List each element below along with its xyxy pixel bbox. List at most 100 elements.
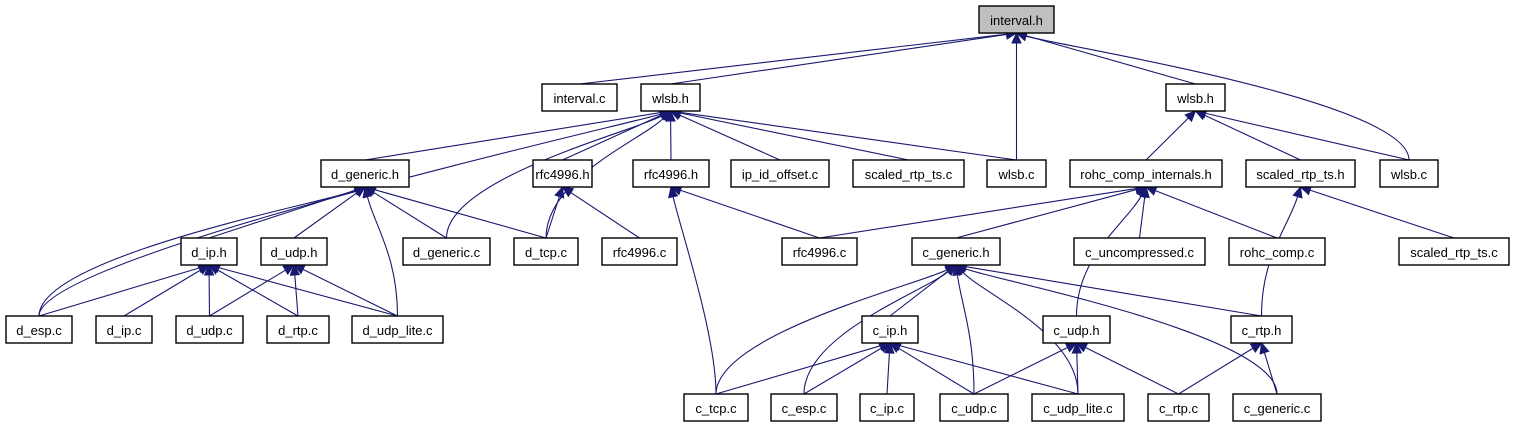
node-box[interactable] [1073, 237, 1206, 266]
node-c-udp-c[interactable]: c_udp.c [939, 393, 1009, 422]
edge-rohc_comp_internals_h-to-wlsb_h_c [1145, 110, 1197, 161]
node-box[interactable] [541, 83, 618, 112]
node-box[interactable] [852, 159, 965, 188]
node-c-udp-h[interactable]: c_udp.h [1042, 315, 1111, 344]
node-rfc4996-c-d[interactable]: rfc4996.c [601, 237, 678, 266]
node-box[interactable] [1398, 237, 1510, 266]
edge-line [670, 33, 1007, 85]
arrowhead-icon [944, 264, 957, 276]
node-box[interactable] [260, 237, 328, 266]
node-rfc4996-c-c[interactable]: rfc4996.c [781, 237, 858, 266]
node-c-generic-c[interactable]: c_generic.c [1232, 393, 1322, 422]
node-c-generic-h[interactable]: c_generic.h [911, 237, 1001, 266]
edge-d_generic_c-to-d_generic_h [363, 186, 447, 239]
node-d-esp-c[interactable]: d_esp.c [5, 315, 73, 344]
edge-line [545, 196, 560, 239]
node-box[interactable] [5, 315, 73, 344]
node-box[interactable] [1147, 393, 1210, 422]
node-rohc-comp-c[interactable]: rohc_comp.c [1228, 237, 1326, 266]
node-box[interactable] [1379, 159, 1439, 188]
node-rfc4996-h-c[interactable]: rfc4996.h [632, 159, 710, 188]
edge-line [218, 267, 398, 317]
node-interval-h[interactable]: interval.h [978, 5, 1055, 34]
node-c-uncompressed-c[interactable]: c_uncompressed.c [1073, 237, 1206, 266]
node-box[interactable] [175, 315, 244, 344]
node-rohc-comp-internals-h[interactable]: rohc_comp_internals.h [1069, 159, 1223, 188]
node-box[interactable] [730, 159, 830, 188]
node-box[interactable] [180, 237, 238, 266]
edge-line [679, 114, 781, 161]
edge-c_tcp_c-to-c_ip_h [715, 340, 892, 395]
edge-line [208, 189, 356, 239]
node-d-udp-h[interactable]: d_udp.h [260, 237, 328, 266]
node-box[interactable] [1031, 393, 1125, 422]
node-wlsb-h-c[interactable]: wlsb.h [1165, 83, 1226, 112]
node-wlsb-c-d[interactable]: wlsb.c [986, 159, 1047, 188]
node-wlsb-c-c[interactable]: wlsb.c [1379, 159, 1439, 188]
node-c-esp-c[interactable]: c_esp.c [770, 393, 838, 422]
node-box[interactable] [1232, 393, 1322, 422]
node-label: d_rtp.c [278, 323, 318, 338]
edge-line [294, 274, 299, 317]
node-c-ip-c[interactable]: c_ip.c [859, 393, 915, 422]
node-c-ip-h[interactable]: c_ip.h [861, 315, 919, 344]
node-label: rohc_comp_internals.h [1080, 167, 1212, 182]
node-c-udp-lite-c[interactable]: c_udp_lite.c [1031, 393, 1125, 422]
node-wlsb-h-d[interactable]: wlsb.h [640, 83, 701, 112]
edge-line [680, 111, 1017, 161]
edge-c_generic_h-to-rohc_comp_internals_h [955, 184, 1148, 239]
node-box[interactable] [911, 237, 1001, 266]
node-box[interactable] [859, 393, 915, 422]
node-d-generic-h[interactable]: d_generic.h [320, 159, 410, 188]
edge-line [1263, 352, 1278, 395]
node-box[interactable] [1228, 237, 1326, 266]
node-d-ip-c[interactable]: d_ip.c [95, 315, 153, 344]
node-box[interactable] [1042, 315, 1111, 344]
node-box[interactable] [1245, 159, 1356, 188]
edge-wlsb_h_c-to-interval_h [1015, 30, 1196, 85]
edge-line [366, 196, 399, 317]
node-scaled-rtp-ts-h[interactable]: scaled_rtp_ts.h [1245, 159, 1356, 188]
node-box[interactable] [266, 315, 330, 344]
node-c-rtp-c[interactable]: c_rtp.c [1147, 393, 1210, 422]
node-box[interactable] [320, 159, 410, 188]
node-box[interactable] [402, 237, 491, 266]
node-interval-c[interactable]: interval.c [541, 83, 618, 112]
node-scaled-rtp-ts-c-d[interactable]: scaled_rtp_ts.c [852, 159, 965, 188]
edge-line [956, 274, 975, 395]
node-box[interactable] [351, 315, 444, 344]
node-c-tcp-c[interactable]: c_tcp.c [683, 393, 749, 422]
node-box[interactable] [95, 315, 153, 344]
node-box[interactable] [1069, 159, 1223, 188]
node-box[interactable] [861, 315, 919, 344]
node-d-tcp-c[interactable]: d_tcp.c [513, 237, 579, 266]
node-box[interactable] [1230, 315, 1293, 344]
node-rfc4996-h-d[interactable]: rfc4996.h [532, 159, 593, 188]
node-scaled-rtp-ts-c-c[interactable]: scaled_rtp_ts.c [1398, 237, 1510, 266]
edge-line [209, 269, 286, 317]
node-d-ip-h[interactable]: d_ip.h [180, 237, 238, 266]
arrowhead-icon [1071, 341, 1083, 354]
node-d-udp-c[interactable]: d_udp.c [175, 315, 244, 344]
arrowhead-icon [1249, 342, 1263, 353]
node-box[interactable] [1165, 83, 1226, 112]
node-ip-id-offset-c[interactable]: ip_id_offset.c [730, 159, 830, 188]
node-d-rtp-c[interactable]: d_rtp.c [266, 315, 330, 344]
edge-wlsb_c_d-to-interval_h [1011, 31, 1022, 161]
node-box[interactable] [640, 83, 701, 112]
node-d-udp-lite-c[interactable]: d_udp_lite.c [351, 315, 444, 344]
node-box[interactable] [770, 393, 838, 422]
node-box[interactable] [513, 237, 579, 266]
node-box[interactable] [781, 237, 858, 266]
node-label: c_ip.c [870, 401, 904, 416]
node-box[interactable] [939, 393, 1009, 422]
node-d-generic-c[interactable]: d_generic.c [402, 237, 491, 266]
node-box[interactable] [683, 393, 749, 422]
node-box[interactable] [632, 159, 710, 188]
node-box[interactable] [532, 159, 593, 188]
node-c-rtp-h[interactable]: c_rtp.h [1230, 315, 1293, 344]
node-box[interactable] [978, 5, 1055, 34]
node-box[interactable] [601, 237, 678, 266]
node-box[interactable] [986, 159, 1047, 188]
arrowhead-icon [1259, 341, 1270, 355]
